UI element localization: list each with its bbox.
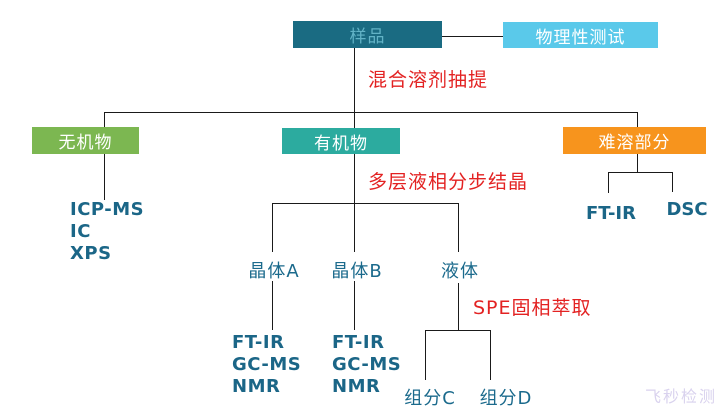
method-item: ICP-MS [70,199,145,220]
method-item: GC-MS [232,354,302,375]
connector-crystal-a-down [272,281,273,330]
node-inorganic: 无机物 [32,127,139,154]
node-physical-test: 物理性测试 [503,22,658,48]
node-sample: 样品 [293,21,442,48]
node-insoluble: 难溶部分 [563,127,706,154]
method-insoluble-ftir: FT-IR [586,203,636,224]
connector-drop-insoluble-dsc [672,172,673,192]
node-fraction-d: 组分D [479,388,533,409]
annotation-fractional-crystallization: 多层液相分步结晶 [368,171,529,193]
method-list-crystal-b: FT-IR GC-MS NMR [332,332,401,398]
connector-drop-crystal-b [354,203,355,252]
annotation-solvent-extraction: 混合溶剂抽提 [368,69,489,91]
connector-drop-inorganic [104,112,105,127]
connector-drop-fraction-c [425,330,426,380]
method-item: FT-IR [332,332,385,353]
connector-drop-organic [354,112,355,128]
method-item: XPS [70,243,112,264]
annotation-spe-extraction: SPE固相萃取 [473,297,592,319]
connector-crystal-b-down [354,281,355,330]
connector-drop-fraction-d [490,330,491,380]
connector-drop-insoluble-ftir [608,172,609,193]
method-list-inorganic: ICP-MS IC XPS [70,199,144,265]
connector-liquid-branch [425,330,491,331]
connector-organic-branch [272,203,459,204]
connector-insoluble-branch [608,172,673,173]
connector-liquid-down [458,283,459,330]
method-item: IC [70,221,91,242]
node-organic: 有机物 [282,128,400,154]
connector-drop-crystal-a [272,203,273,252]
node-crystal-a: 晶体A [248,261,300,282]
connector-drop-liquid [458,203,459,252]
node-fraction-c: 组分C [404,388,456,409]
watermark: 飞秒检测 [645,387,718,406]
method-item: GC-MS [332,354,402,375]
connector-main-branch [104,112,638,113]
connector-organic-down [354,154,355,203]
method-item: FT-IR [232,332,285,353]
method-item: NMR [332,376,381,397]
connector-insoluble-down [637,154,638,172]
connector-inorganic-down [104,154,105,200]
connector-sample-down [354,48,355,112]
node-crystal-b: 晶体B [331,261,383,282]
method-item: NMR [232,376,281,397]
connector-drop-insoluble [637,112,638,127]
connector-sample-physical [442,36,503,37]
method-list-crystal-a: FT-IR GC-MS NMR [232,332,301,398]
method-insoluble-dsc: DSC [666,199,708,220]
node-liquid: 液体 [441,261,479,282]
